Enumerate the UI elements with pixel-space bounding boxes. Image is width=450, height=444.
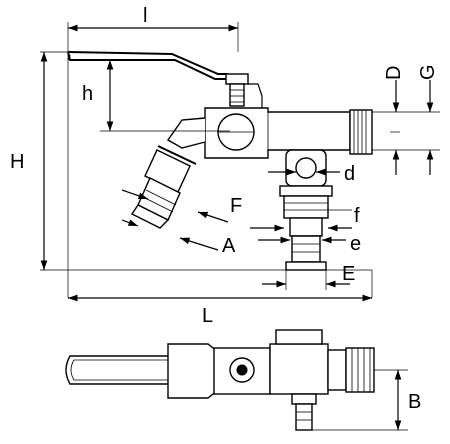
- dimension-h: h: [82, 59, 118, 131]
- label-e: e: [350, 233, 361, 255]
- dimension-F: F: [121, 189, 242, 223]
- label-L: L: [202, 305, 213, 327]
- dimension-D: D: [383, 66, 405, 175]
- label-B: B: [408, 391, 421, 413]
- dimension-E: E: [262, 263, 355, 290]
- dimension-f: f: [250, 205, 360, 232]
- lever-handle: [67, 51, 228, 80]
- label-E: E: [342, 263, 355, 285]
- dimension-A: A: [121, 219, 236, 257]
- dimension-d: d: [268, 163, 355, 185]
- stem-nut: [225, 73, 263, 108]
- dimension-L: L: [68, 294, 372, 327]
- label-d: d: [344, 163, 355, 185]
- dimension-l: l: [68, 5, 238, 32]
- valve-body: [204, 107, 373, 159]
- label-G: G: [417, 64, 439, 80]
- label-l: l: [143, 5, 147, 27]
- dimension-H: H: [10, 52, 48, 270]
- dimension-B: B: [312, 369, 421, 431]
- label-H: H: [10, 151, 24, 173]
- label-F: F: [230, 195, 242, 217]
- drain-outlet: [279, 149, 333, 271]
- dimension-G: G: [417, 64, 439, 175]
- dimension-e: e: [258, 233, 361, 255]
- angled-outlet: [130, 117, 206, 229]
- front-view: l h H D G d: [10, 5, 440, 327]
- top-view: B: [65, 329, 421, 431]
- label-f: f: [354, 205, 360, 227]
- label-D: D: [383, 66, 405, 80]
- label-h: h: [82, 83, 93, 105]
- label-A: A: [222, 235, 236, 257]
